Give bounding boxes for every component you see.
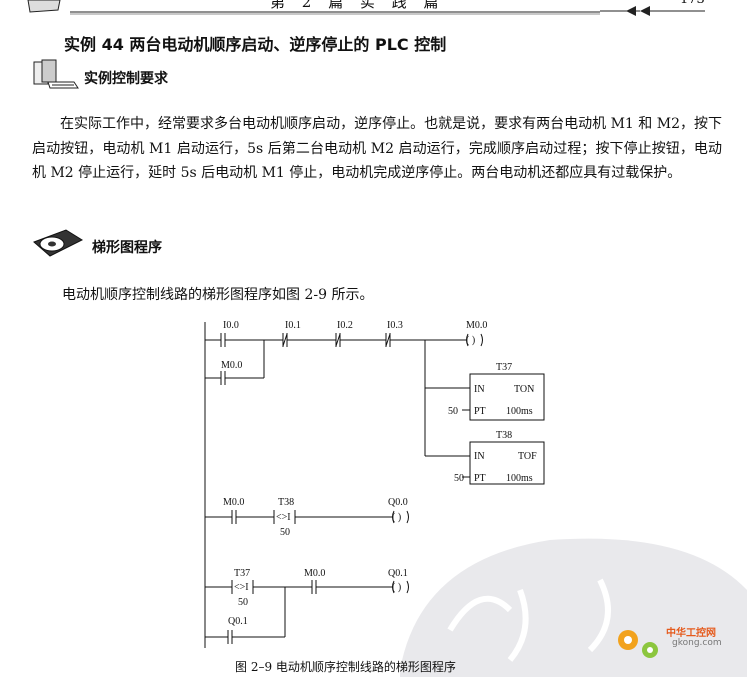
- compare-label: T38: [278, 497, 294, 508]
- disk-icon: [33, 229, 84, 257]
- section-ladder-program: 梯形图程序: [92, 240, 162, 256]
- timer-pt: PT: [474, 406, 486, 417]
- coil-symbol: ( ): [392, 512, 401, 523]
- coil-label: Q0.0: [388, 497, 408, 508]
- contact-label: Q0.1: [228, 616, 248, 627]
- coil-symbol: ( ): [466, 335, 475, 346]
- timer-preset: 50: [448, 406, 458, 417]
- compare-value: 50: [238, 597, 248, 608]
- page-header: 第 2 篇 实 践 篇 173: [0, 0, 747, 16]
- page-title: 实例 44 两台电动机顺序启动、逆序停止的 PLC 控制: [64, 35, 447, 54]
- watermark-url: gkong.com: [672, 638, 722, 648]
- compare-operator: <>I: [276, 512, 291, 523]
- timer-pt: PT: [474, 473, 486, 484]
- timer-name: T38: [496, 430, 512, 441]
- contact-label: M0.0: [223, 497, 244, 508]
- contact-label: I0.1: [285, 320, 301, 331]
- figure-caption: 图 2–9 电动机顺序控制线路的梯形图程序: [235, 660, 456, 674]
- timer-type: TOF: [518, 451, 537, 462]
- section-requirements: 实例控制要求: [84, 71, 168, 87]
- contact-label: I0.0: [223, 320, 239, 331]
- timer-preset: 50: [454, 473, 464, 484]
- timer-type: TON: [514, 384, 534, 395]
- gear-icon: [618, 630, 658, 658]
- contact-label: M0.0: [304, 568, 325, 579]
- watermark-brand: 中华工控网: [666, 628, 716, 639]
- timer-in: IN: [474, 451, 485, 462]
- compare-value: 50: [280, 527, 290, 538]
- header-title: 第 2 篇 实 践 篇: [270, 0, 445, 11]
- contact-label: I0.3: [387, 320, 403, 331]
- intro-text: 电动机顺序控制线路的梯形图程序如图 2-9 所示。: [62, 287, 374, 303]
- book-icon: [33, 59, 79, 89]
- timer-base: 100ms: [506, 473, 533, 484]
- contact-label: M0.0: [221, 360, 242, 371]
- watermark-seal: [400, 538, 747, 677]
- page-number: 173: [680, 0, 705, 7]
- coil-label: Q0.1: [388, 568, 408, 579]
- timer-name: T37: [496, 362, 512, 373]
- coil-symbol: ( ): [392, 582, 401, 593]
- header-decoration: [27, 0, 705, 16]
- coil-label: M0.0: [466, 320, 487, 331]
- timer-base: 100ms: [506, 406, 533, 417]
- compare-label: T37: [234, 568, 250, 579]
- contact-label: I0.2: [337, 320, 353, 331]
- body-paragraph: 在实际工作中，经常要求多台电动机顺序启动，逆序停止。也就是说，要求有两台电动机 …: [32, 116, 722, 181]
- compare-operator: <>I: [234, 582, 249, 593]
- timer-in: IN: [474, 384, 485, 395]
